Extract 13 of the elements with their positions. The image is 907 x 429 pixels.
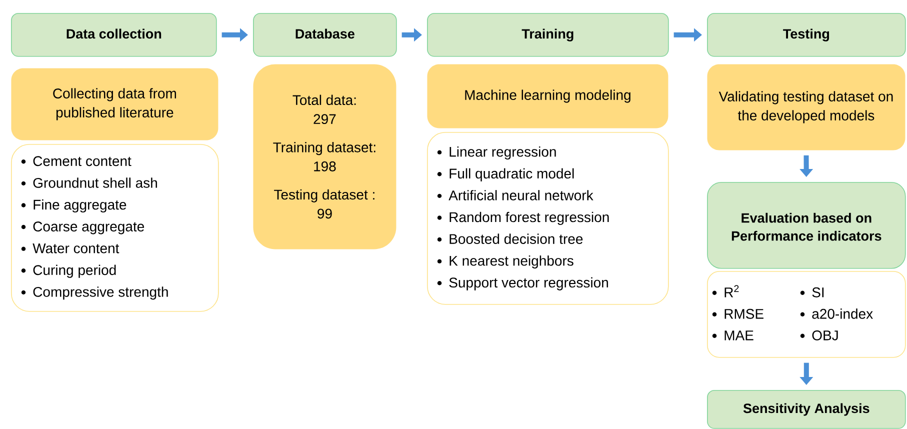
header-box: Evaluation based on Performance indicators — [707, 182, 906, 269]
list-box: Cement content Groundnut shell ash Fine aggregate Coarse aggregate Water content Curing period Compressive strength — [11, 144, 219, 312]
header-box: Database — [253, 13, 397, 57]
list-box: Linear regression Full quadratic model Artificial neural network Random forest regression Boosted decision tree K nearest neighbors Support vector regression — [427, 132, 669, 305]
step-box: Machine learning modeling — [427, 64, 668, 128]
step-box: Validating testing dataset on the developed models — [707, 64, 906, 150]
header-box: Data collection — [11, 13, 217, 57]
list-box: R$^{2}$ SI RMSE a20-index MAE OBJ — [707, 271, 906, 358]
step-box: Collecting data from published literature — [11, 68, 218, 140]
header-box: Sensitivity Analysis — [707, 390, 906, 429]
step-box: Total data: 297 Training dataset: 198 Testing dataset : 99 — [253, 64, 396, 250]
header-box: Training — [427, 13, 669, 57]
header-box: Testing — [707, 13, 906, 57]
